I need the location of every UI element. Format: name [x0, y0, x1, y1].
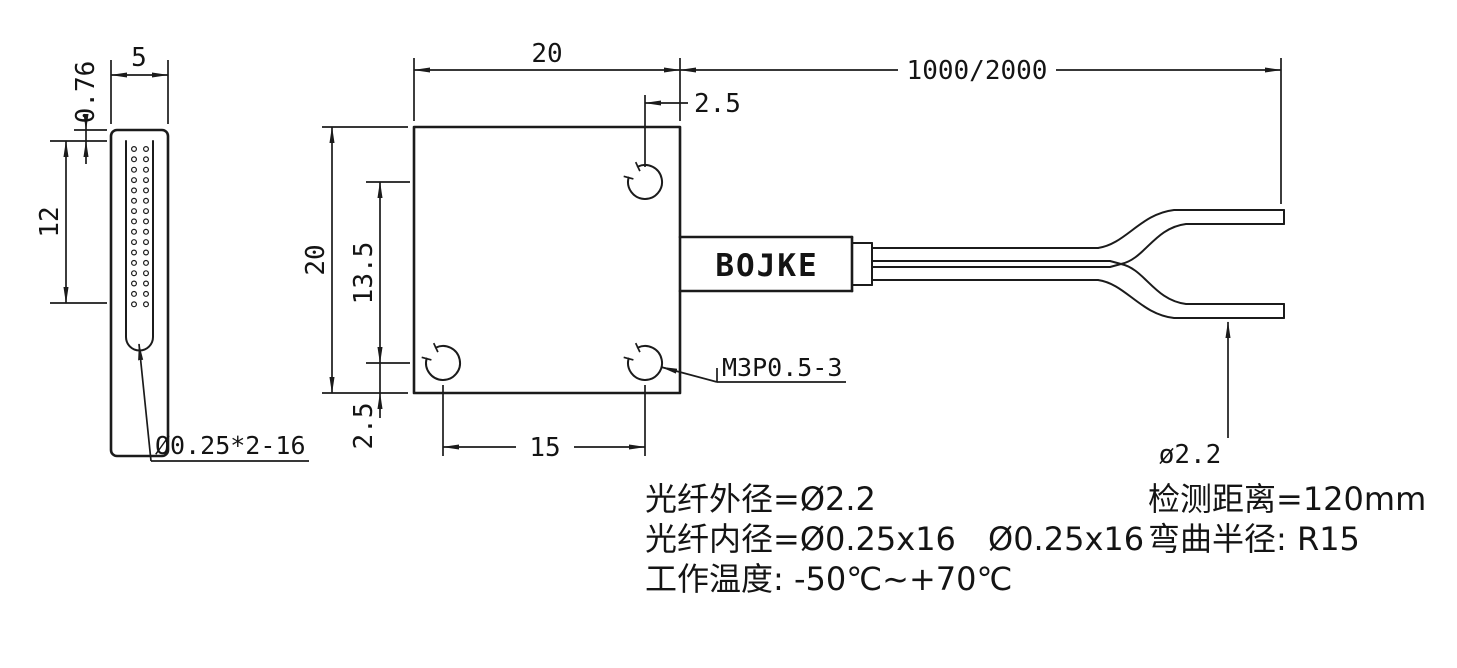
- fiber-end-dot: [143, 249, 150, 256]
- fiber-end-dot: [131, 146, 138, 153]
- dim-body-width-value: 20: [531, 39, 562, 69]
- fiber-cable: [871, 209, 1285, 319]
- fiber-end-dot: [131, 228, 138, 235]
- dim-body-width: 20: [413, 39, 681, 121]
- fiber-end-dot: [143, 156, 150, 163]
- leader-line: [660, 366, 718, 383]
- dim-hole-offset-bottom: 2.5: [349, 363, 383, 450]
- fiber-end-dot: [143, 197, 150, 204]
- dim-side-fiber-span: 12: [35, 140, 107, 304]
- dim-side-fiber-span-value: 12: [35, 206, 65, 237]
- fiber-callout-value: Ø0.25*2-16: [155, 431, 306, 460]
- dim-side-width: 5: [110, 43, 169, 124]
- dim-hole-pitch-horizontal: 15: [442, 385, 646, 463]
- fiber-end-dot: [131, 177, 138, 184]
- dim-hole-offset-right: 2.5: [644, 89, 741, 167]
- note-bend-radius: 弯曲半径: R15: [1148, 520, 1360, 558]
- fiber-end-dot: [143, 166, 150, 173]
- fiber-end-dot: [143, 177, 150, 184]
- side-housing-outline: [109, 128, 170, 458]
- fiber-end-dot: [143, 280, 150, 287]
- fiber-diameter-value: ø2.2: [1159, 440, 1222, 470]
- note-inner-diameter-2: Ø0.25x16: [988, 520, 1144, 558]
- dim-hole-pitch-vertical-value: 13.5: [349, 242, 379, 305]
- dim-body-height: 20: [301, 126, 408, 394]
- dim-hole-pitch-horizontal-value: 15: [529, 433, 560, 463]
- top-branch-outer: [1097, 209, 1285, 249]
- fiber-end-dot: [131, 218, 138, 225]
- fiber-end-dot: [143, 259, 150, 266]
- split-notch: [1109, 260, 1122, 268]
- mounting-hole-bottom-right: [622, 342, 664, 381]
- note-inner-diameter: 光纤内径=Ø0.25x16: [645, 520, 956, 558]
- dim-side-tip-offset: 0.76: [50, 61, 107, 164]
- fiber-end-dot: [143, 208, 150, 215]
- fiber-end-dot: [131, 187, 138, 194]
- fiber-end-dot: [143, 270, 150, 277]
- fiber-end-dot: [131, 156, 138, 163]
- cable-connector: BOJKE: [678, 235, 873, 293]
- fiber-end-dot: [131, 301, 138, 308]
- body-view: [412, 125, 682, 395]
- fiber-end-dot: [143, 146, 150, 153]
- dim-body-height-value: 20: [301, 244, 331, 275]
- fiber-end-dot: [131, 259, 138, 266]
- note-operating-temp: 工作温度: -50℃~+70℃: [645, 560, 1012, 598]
- dim-hole-pitch-vertical: 13.5: [349, 181, 410, 364]
- fiber-end-dot: [131, 208, 138, 215]
- fiber-end-dot: [131, 280, 138, 287]
- dim-cable-length-value: 1000/2000: [907, 56, 1048, 86]
- fiber-end-dot: [143, 301, 150, 308]
- fiber-end-dots: [131, 146, 150, 308]
- fiber-end-dot: [131, 270, 138, 277]
- fiber-callout: Ø0.25*2-16: [138, 343, 309, 462]
- bottom-branch-outer: [1097, 279, 1285, 319]
- dim-side-tip-offset-value: 0.76: [71, 61, 101, 124]
- bottom-branch-inner: [1120, 263, 1285, 305]
- leader-line: [138, 343, 152, 462]
- dim-side-width-value: 5: [131, 43, 147, 73]
- brand-label: BOJKE: [715, 248, 818, 284]
- mounting-hole-bottom-left: [420, 342, 462, 381]
- fiber-slot-outline: [125, 140, 154, 352]
- fiber-end-dot: [143, 239, 150, 246]
- mounting-hole-top-right: [622, 161, 664, 200]
- body-outline: [412, 125, 682, 395]
- dim-cable-length: 1000/2000: [679, 56, 1282, 204]
- dim-hole-offset-bottom-value: 2.5: [349, 403, 379, 450]
- fiber-end-dot: [143, 218, 150, 225]
- fiber-end-dot: [143, 290, 150, 297]
- fiber-end-dot: [131, 290, 138, 297]
- fiber-end-dot: [131, 197, 138, 204]
- fiber-end-dot: [131, 239, 138, 246]
- dim-hole-offset-right-value: 2.5: [694, 89, 741, 119]
- note-outer-diameter: 光纤外径=Ø2.2: [645, 480, 876, 518]
- top-branch-inner: [1120, 223, 1285, 265]
- thread-callout-value: M3P0.5-3: [722, 353, 842, 382]
- note-sensing-distance: 检测距离=120mm: [1148, 480, 1426, 518]
- fiber-diameter-callout: ø2.2: [1159, 321, 1231, 470]
- thread-callout: M3P0.5-3: [660, 353, 846, 383]
- side-view: [109, 128, 170, 458]
- fiber-end-dot: [143, 228, 150, 235]
- spec-notes: 光纤外径=Ø2.2 光纤内径=Ø0.25x16 Ø0.25x16 工作温度: -…: [645, 480, 1426, 598]
- fiber-end-dot: [131, 166, 138, 173]
- fiber-end-dot: [131, 249, 138, 256]
- fiber-end-dot: [143, 187, 150, 194]
